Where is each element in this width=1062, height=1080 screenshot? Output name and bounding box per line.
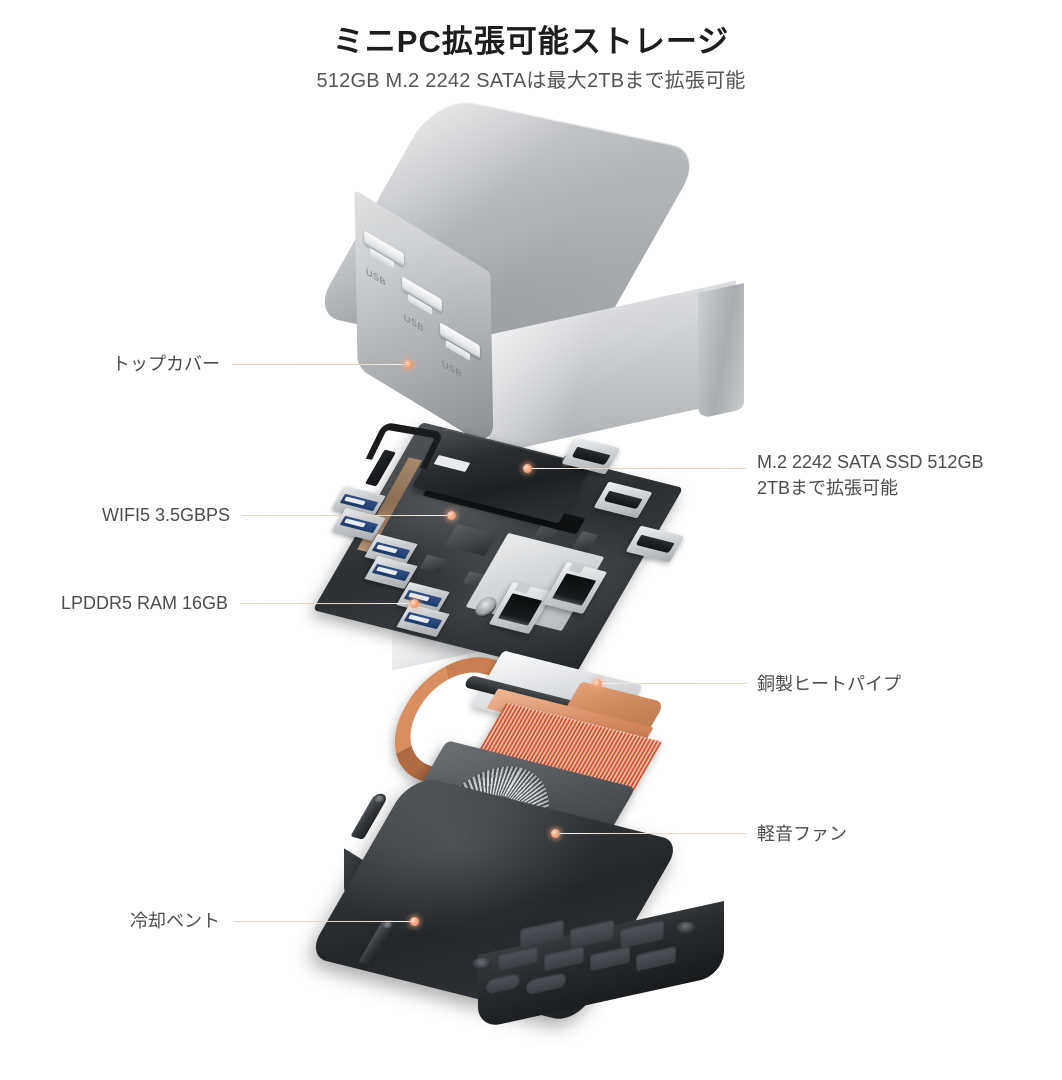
leader-dot-ram <box>410 599 419 608</box>
leader-dot-fan <box>551 829 560 838</box>
leader-dot-wifi <box>447 511 456 520</box>
callout-heatpipe: 銅製ヒートパイプ <box>757 674 901 694</box>
bottom-base-part <box>307 774 724 1040</box>
leader-line-ram <box>240 603 415 604</box>
leader-line-ssd <box>532 468 746 469</box>
leader-dot-ssd <box>523 464 532 473</box>
leader-line-vent <box>234 921 416 922</box>
page-title: ミニPC拡張可能ストレージ <box>332 24 730 59</box>
leader-dot-vent <box>410 917 419 926</box>
callout-ssd-line1: M.2 2242 SATA SSD 512GB <box>757 452 984 472</box>
callout-vent: 冷却ベント <box>130 911 220 931</box>
callout-ssd: M.2 2242 SATA SSD 512GB 2TBまで拡張可能 <box>757 449 983 501</box>
leader-dot-heatpipe <box>593 679 602 688</box>
motherboard-part <box>312 421 730 680</box>
page-subtitle: 512GB M.2 2242 SATAは最大2TBまで拡張可能 <box>316 70 746 92</box>
leader-line-fan <box>560 833 747 834</box>
callout-top-cover: トップカバー <box>112 354 220 374</box>
callout-wifi: WIFI5 3.5GBPS <box>101 505 230 525</box>
leader-line-heatpipe <box>602 683 747 684</box>
leader-dot-top-cover <box>404 360 413 369</box>
callout-ram: LPDDR5 RAM 16GB <box>60 593 228 613</box>
leader-line-wifi <box>242 515 452 516</box>
leader-line-top-cover <box>232 364 410 365</box>
callout-fan: 軽音ファン <box>757 824 847 844</box>
callout-ssd-line2: 2TBまで拡張可能 <box>757 478 899 499</box>
cover-right-leg <box>698 283 744 419</box>
top-cover-part: USB USB USB <box>312 95 788 456</box>
